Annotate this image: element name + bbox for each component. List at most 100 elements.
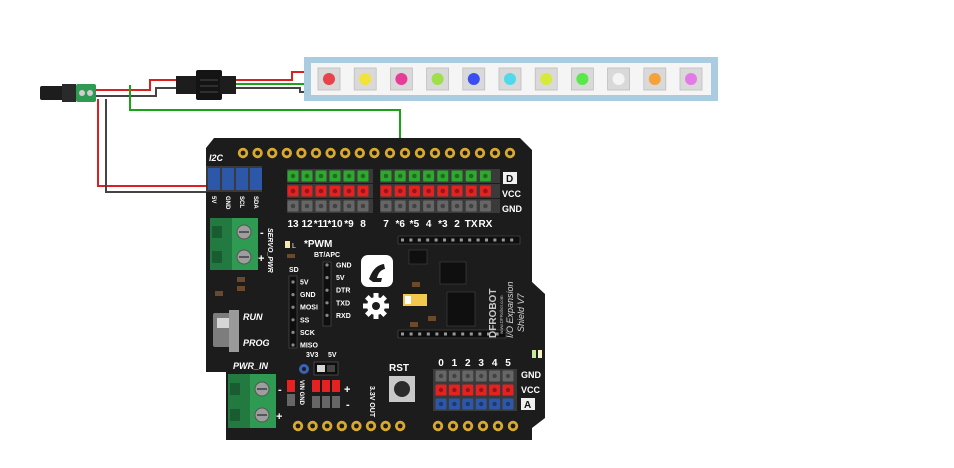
led-1 xyxy=(317,67,341,91)
rst-label: RST xyxy=(389,363,409,374)
digital-pin xyxy=(287,170,299,182)
digital-pin-number: RX xyxy=(478,219,492,230)
top-header-pin xyxy=(414,147,426,159)
digital-pin xyxy=(437,200,449,212)
side-led-2 xyxy=(538,350,542,358)
model-text: I/O Expansion xyxy=(505,281,515,338)
l-led xyxy=(285,241,290,248)
sd-pin-label: 5V xyxy=(300,280,309,287)
bt-pin-label: GND xyxy=(336,263,352,270)
sd-label: SD xyxy=(289,267,299,274)
digital-pin xyxy=(301,185,313,197)
digital-pin xyxy=(465,200,477,212)
ic-chips xyxy=(215,249,476,327)
top-header-pin xyxy=(340,147,351,159)
top-header-pin xyxy=(399,147,411,159)
barrel-jack xyxy=(40,84,96,102)
led-strip xyxy=(304,57,718,101)
bottom-header-left-pin xyxy=(292,420,304,432)
led-6 xyxy=(498,67,522,91)
analog-pin xyxy=(489,384,501,396)
top-header-pin xyxy=(267,147,278,159)
bottom-header-left-pin xyxy=(307,420,318,432)
bottom-header-right-pin xyxy=(447,420,459,432)
digital-pin-number: *5 xyxy=(410,219,420,230)
pwr-in-label: PWR_IN xyxy=(233,361,269,371)
digital-pin xyxy=(479,200,491,212)
digital-pin xyxy=(343,200,355,212)
digital-pin xyxy=(465,170,477,182)
pwr-in-terminal xyxy=(228,374,276,428)
digital-letter-text: D xyxy=(506,174,513,185)
5v-label: 5V xyxy=(328,352,337,359)
prog-label: PROG xyxy=(243,338,270,348)
digital-pin xyxy=(329,170,341,182)
digital-pin xyxy=(437,185,449,197)
digital-pin xyxy=(479,185,491,197)
i2c-pin-label: SCL xyxy=(238,196,244,208)
top-header-pin xyxy=(325,147,336,159)
digital-pin xyxy=(408,185,420,197)
analog-pin xyxy=(502,384,514,396)
model-text-2: Shield V7 xyxy=(516,292,526,332)
wire-red-barrel xyxy=(96,79,178,91)
sd-header xyxy=(288,275,298,349)
top-header-pin xyxy=(384,147,396,159)
digital-pin xyxy=(380,185,392,197)
bottom-header-left-pin xyxy=(380,420,391,432)
top-header-pin xyxy=(369,147,380,159)
analog-pin xyxy=(448,398,460,410)
analog-pin xyxy=(435,398,447,410)
led-2 xyxy=(353,67,377,91)
i2c-label: I2C xyxy=(209,153,224,163)
digital-pin-number: 2 xyxy=(454,219,460,230)
i2c-pin-label: 5V xyxy=(210,196,216,203)
sd-pin-label: GND xyxy=(300,292,316,299)
analog-pin-number: 0 xyxy=(438,358,444,369)
digital-pin xyxy=(423,170,435,182)
digital-pin xyxy=(315,200,327,212)
analog-pin xyxy=(435,370,447,382)
digital-pin xyxy=(451,185,463,197)
analog-pin xyxy=(475,384,487,396)
servo-terminal xyxy=(210,218,258,270)
digital-pin xyxy=(380,170,392,182)
brand-url: www.DFRobot.com xyxy=(499,295,504,334)
digital-pin xyxy=(394,200,406,212)
bottom-header-right-pin xyxy=(492,420,504,432)
digital-pin xyxy=(380,200,392,212)
led-9 xyxy=(607,67,630,91)
dfrobot-logo xyxy=(361,255,393,287)
digital-pin xyxy=(479,170,491,182)
top-header-pin xyxy=(281,147,292,159)
digital-pin xyxy=(301,200,313,212)
voltage-jumper xyxy=(299,361,339,376)
top-header-pin xyxy=(459,147,471,159)
top-header-pin xyxy=(489,147,501,159)
vin-header xyxy=(287,380,295,406)
top-header-pin xyxy=(237,147,249,159)
bt-header xyxy=(322,261,332,327)
digital-pin-number: 13 xyxy=(287,219,299,230)
led-10 xyxy=(643,67,667,91)
bottom-header-right-pin xyxy=(432,420,444,432)
analog-gnd-label: GND xyxy=(521,370,542,380)
digital-pin xyxy=(343,170,355,182)
pwm-label: *PWM xyxy=(304,239,332,250)
bt-pin-label: DTR xyxy=(336,288,350,295)
analog-pin-number: 2 xyxy=(465,358,471,369)
reset-button[interactable] xyxy=(389,376,415,402)
analog-pin xyxy=(462,398,474,410)
analog-pin xyxy=(435,384,447,396)
bottom-header-right-pin xyxy=(462,420,474,432)
pwr-minus: - xyxy=(278,384,282,396)
analog-pin xyxy=(475,398,487,410)
led-5 xyxy=(462,67,486,91)
analog-vcc-label: VCC xyxy=(521,385,541,395)
digital-pin-number: *3 xyxy=(438,219,448,230)
analog-pin xyxy=(502,370,514,382)
sd-pin-label: SCK xyxy=(300,330,315,337)
digital-pin xyxy=(329,185,341,197)
pwr-plus: + xyxy=(276,411,282,423)
